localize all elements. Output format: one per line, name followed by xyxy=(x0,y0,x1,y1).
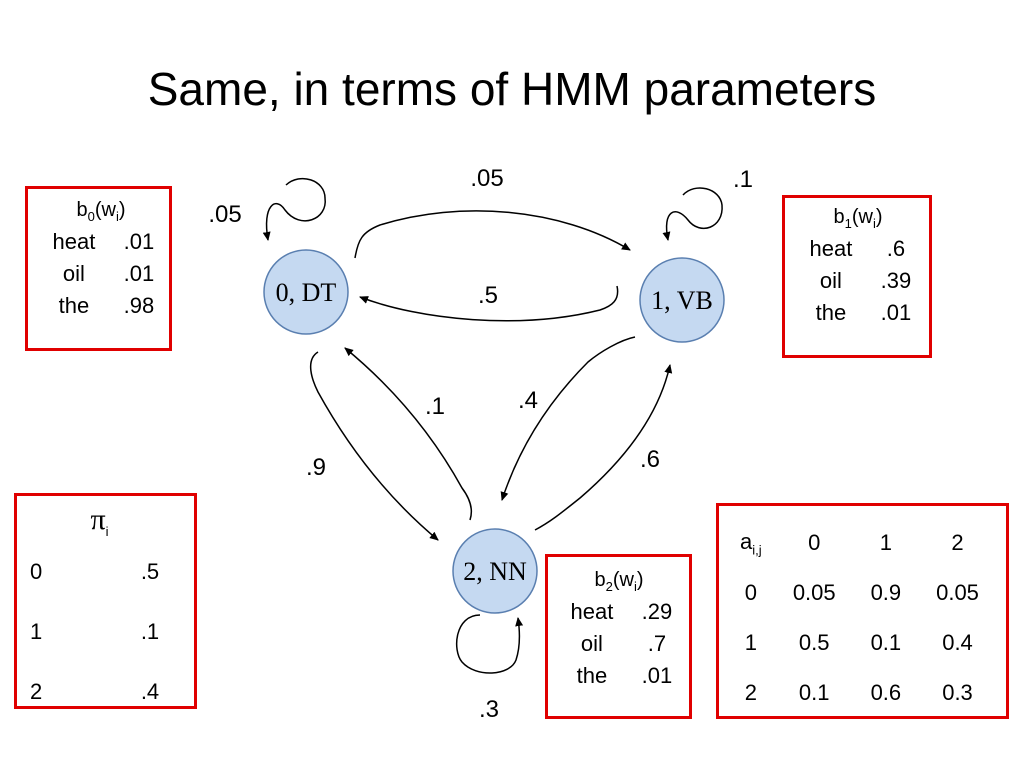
initial-distribution-table: πi 0.5 1.1 2.4 xyxy=(14,493,197,709)
table-row: 0 0.05 0.9 0.05 xyxy=(744,580,979,605)
emission-table-b0: b0(wi) heat.01 oil.01 the.98 xyxy=(25,186,172,351)
table-row: 2 0.1 0.6 0.3 xyxy=(744,680,973,705)
table-row: the.01 xyxy=(815,300,912,325)
edge-dt-to-nn xyxy=(309,351,439,541)
edge-nn-to-dt xyxy=(344,347,473,521)
table-row: heat.6 xyxy=(809,236,906,261)
table-row: 1.1 xyxy=(30,619,160,644)
state-label-dt: 0, DT xyxy=(276,278,337,307)
edge-label-nn-to-vb: .6 xyxy=(640,446,660,473)
edge-label-nn-to-dt: .1 xyxy=(425,393,445,420)
edge-label-dt-to-nn: .9 xyxy=(306,454,326,481)
emission-header-b0: b0(wi) xyxy=(76,199,126,224)
emission-table-b1: b1(wi) heat.6 oil.39 the.01 xyxy=(782,195,932,358)
state-node-dt: 0, DT xyxy=(263,249,349,335)
edge-vb-to-nn xyxy=(500,336,636,501)
state-node-vb: 1, VB xyxy=(639,257,725,343)
edge-label-nn-self: .3 xyxy=(479,696,499,723)
edge-nn-to-vb xyxy=(534,364,673,531)
table-row: 1 0.5 0.1 0.4 xyxy=(744,630,973,655)
table-row: 2.4 xyxy=(30,679,160,704)
edge-label-vb-to-dt: .5 xyxy=(478,282,498,309)
table-row: heat.01 xyxy=(52,229,155,254)
table-row: oil.01 xyxy=(62,261,155,286)
edge-label-vb-self: .1 xyxy=(733,166,753,193)
table-row: oil.39 xyxy=(819,268,912,293)
emission-header-b2: b2(wi) xyxy=(594,569,644,594)
edge-nn-self-loop xyxy=(455,614,524,674)
emission-table-b2: b2(wi) heat.29 oil.7 the.01 xyxy=(545,554,692,719)
edge-label-dt-to-vb: .05 xyxy=(470,165,503,192)
edge-label-vb-to-nn: .4 xyxy=(518,387,538,414)
edge-vb-self-loop xyxy=(662,187,723,241)
state-label-nn: 2, NN xyxy=(463,557,527,586)
slide-title: Same, in terms of HMM parameters xyxy=(147,63,877,115)
state-node-nn: 2, NN xyxy=(452,528,538,614)
table-row: 0.5 xyxy=(30,559,160,584)
edge-dt-self-loop xyxy=(262,177,326,241)
state-label-vb: 1, VB xyxy=(651,286,713,315)
table-row: heat.29 xyxy=(570,599,673,624)
transition-matrix-table: ai,j 0 1 2 0 0.05 0.9 0.05 1 0.5 0.1 0.4… xyxy=(716,503,1009,719)
edge-vb-to-dt xyxy=(359,285,619,322)
table-header-row: ai,j 0 1 2 xyxy=(729,518,999,568)
table-row: the.01 xyxy=(576,663,673,688)
table-row: the.98 xyxy=(58,293,155,318)
edge-dt-to-vb xyxy=(354,210,631,259)
emission-header-b1: b1(wi) xyxy=(833,206,883,231)
table-row: oil.7 xyxy=(580,631,667,656)
edge-label-dt-self: .05 xyxy=(208,201,241,228)
pi-header: πi xyxy=(90,503,109,539)
transition-symbol: ai,j xyxy=(740,528,762,558)
